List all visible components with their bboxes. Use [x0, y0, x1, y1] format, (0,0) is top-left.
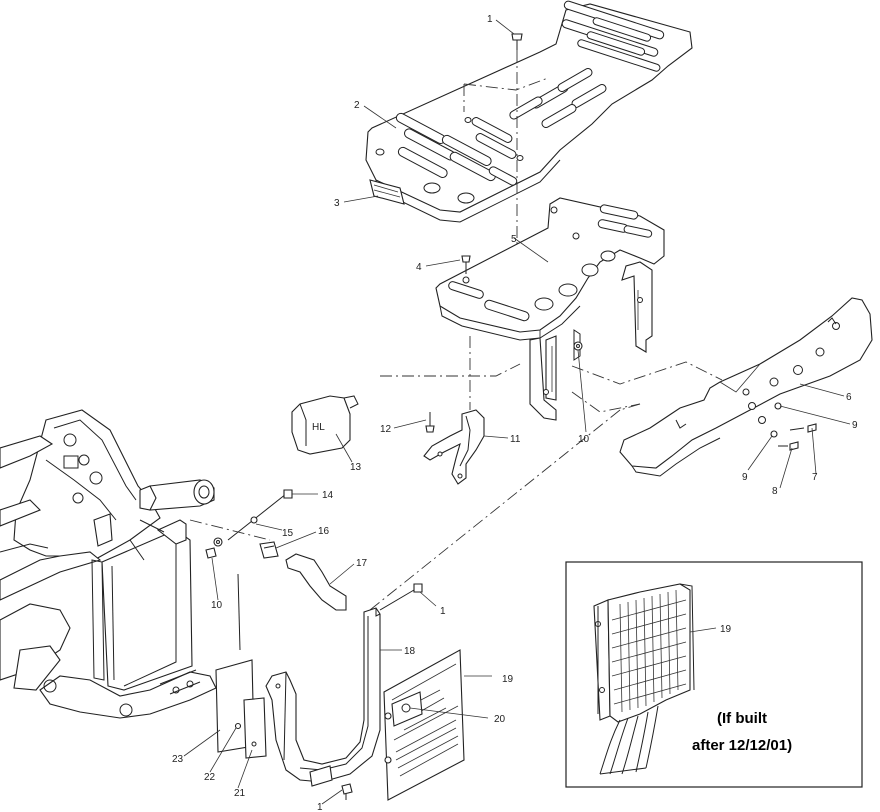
- callout-18: 18: [404, 646, 416, 657]
- callout-16: 16: [318, 526, 330, 537]
- callout-21: 21: [234, 788, 246, 799]
- callout-19-inset: 19: [720, 624, 732, 635]
- grille-inset: [593, 583, 695, 775]
- bumper-fasteners: [770, 402, 817, 451]
- callout-9a: 9: [852, 420, 858, 431]
- callout-6: 6: [846, 392, 852, 403]
- callout-10b: 10: [211, 600, 223, 611]
- callout-1-mid: 1: [440, 606, 446, 617]
- callout-8: 8: [772, 486, 778, 497]
- headlight-bracket: [423, 409, 485, 485]
- front-bumper: [619, 297, 873, 477]
- callout-15: 15: [282, 528, 294, 539]
- svg-text:HL: HL: [312, 422, 325, 433]
- bolt-12: [425, 412, 435, 433]
- clip-16: [259, 541, 279, 559]
- callout-14: 14: [322, 490, 334, 501]
- callout-9b: 9: [742, 472, 748, 483]
- inset-box: (If built after 12/12/01) 19: [565, 561, 863, 788]
- callout-11: 11: [510, 434, 521, 445]
- callout-labels: 1 2 3 4 5 6 9 9 7 8 10 12 11 13 14 15 16…: [172, 14, 858, 812]
- callout-1-bottom: 1: [317, 802, 323, 812]
- bolt-bottom: [341, 783, 353, 800]
- callout-1-top: 1: [487, 14, 493, 25]
- nut-10-rack: [573, 341, 583, 351]
- nut-10-frame: [205, 547, 217, 559]
- inset-note-line2: after 12/12/01): [692, 737, 792, 754]
- callout-10a: 10: [578, 434, 590, 445]
- leader-lines: [183, 19, 851, 805]
- clip-22: [234, 722, 242, 730]
- callout-2: 2: [354, 100, 360, 111]
- callout-20: 20: [494, 714, 506, 725]
- callout-13: 13: [350, 462, 362, 473]
- bolt-mid: [379, 583, 423, 611]
- inset-note-line1: (If built: [717, 710, 767, 727]
- callout-19: 19: [502, 674, 514, 685]
- bolt-top: [511, 33, 523, 50]
- callout-4: 4: [416, 262, 422, 273]
- callout-7: 7: [812, 472, 818, 483]
- rack-support: [435, 197, 665, 421]
- reflector: [369, 179, 405, 205]
- callout-22: 22: [204, 772, 216, 783]
- strip-21: [243, 697, 267, 759]
- vehicle-frame: [0, 409, 217, 719]
- screw-4: [461, 255, 471, 274]
- callout-3: 3: [334, 198, 340, 209]
- washer-15: [213, 516, 258, 547]
- callout-23: 23: [172, 754, 184, 765]
- callout-17: 17: [356, 558, 368, 569]
- tube-17: [285, 553, 347, 611]
- grille-19: [383, 649, 465, 801]
- headlight: HL: [291, 395, 359, 455]
- grille-frame: [265, 607, 381, 787]
- callout-12: 12: [380, 424, 392, 435]
- callout-5: 5: [511, 234, 517, 245]
- front-rack-upper: [365, 0, 693, 223]
